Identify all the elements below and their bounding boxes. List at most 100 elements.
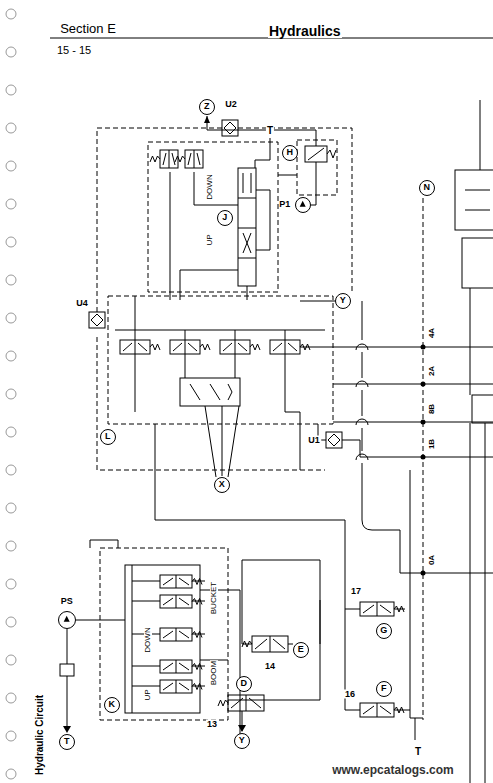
lower-valve-block xyxy=(125,565,200,713)
top-circuit xyxy=(170,138,270,300)
callout-text: PS xyxy=(61,597,73,606)
binder-holes xyxy=(6,123,16,133)
callout-text: Y xyxy=(239,736,245,745)
spool-valves xyxy=(160,628,192,641)
callout-letter: Y xyxy=(234,733,250,749)
port-label: 4A xyxy=(428,327,436,339)
spool-valves xyxy=(220,340,250,354)
loader-valve-block xyxy=(190,384,232,400)
callout-text: N xyxy=(423,183,430,192)
callout-number: 14 xyxy=(264,662,276,671)
spool-valves xyxy=(200,344,210,350)
loader-valve-block xyxy=(115,296,325,340)
callout-text: E xyxy=(298,645,304,654)
top-circuit xyxy=(297,140,337,195)
spool-name: BUCKET xyxy=(210,581,218,615)
callout-text: D xyxy=(240,679,247,688)
spool-valves xyxy=(270,340,300,354)
port-label: 1B xyxy=(428,438,436,450)
callout-letter: E xyxy=(293,642,309,658)
top-circuit xyxy=(204,116,210,123)
loader-valve-block xyxy=(180,378,240,406)
right-column xyxy=(421,455,426,460)
shuttle-valve-label: U1 xyxy=(307,436,321,445)
spool-valves xyxy=(163,680,189,693)
spool-valves xyxy=(273,340,297,354)
shuttle-valve-label: U2 xyxy=(224,100,238,109)
callout-text: H xyxy=(286,148,293,157)
right-column xyxy=(400,100,493,783)
binder-holes xyxy=(6,769,16,779)
spool-valves xyxy=(150,156,160,162)
top-circuit xyxy=(278,162,335,301)
binder-holes xyxy=(6,579,16,589)
spool-valves xyxy=(170,340,200,354)
binder-holes xyxy=(6,541,16,551)
spool-valves xyxy=(160,150,178,168)
binder-holes xyxy=(6,693,16,703)
spool-direction: UP xyxy=(206,233,214,246)
callout-letter: G xyxy=(376,623,392,639)
spool-direction: DOWN xyxy=(206,173,214,200)
spool-valves xyxy=(218,700,228,706)
right-column xyxy=(455,170,493,230)
pump-arrow xyxy=(300,201,306,207)
spool-valves xyxy=(160,575,192,588)
spool-valves xyxy=(363,703,391,717)
spool-name: BOOM xyxy=(210,660,218,686)
lower-valve-block xyxy=(228,560,410,731)
spool-valves xyxy=(173,340,197,354)
port-label: 2A xyxy=(428,365,436,377)
spool-valves xyxy=(360,602,394,616)
binder-holes xyxy=(6,389,16,399)
spool-valves xyxy=(120,150,404,717)
binder-holes xyxy=(6,351,16,361)
binder-holes xyxy=(6,9,16,779)
spool-valves xyxy=(228,695,264,711)
callout-letter: K xyxy=(104,697,120,713)
top-circuit xyxy=(89,116,352,470)
loader-valve-block xyxy=(362,301,400,573)
top-circuit xyxy=(238,173,256,258)
right-column xyxy=(421,345,426,350)
lower-valve-block xyxy=(100,548,228,720)
spool-valves xyxy=(160,595,192,608)
binder-holes xyxy=(6,199,16,209)
page-number: 15 - 15 xyxy=(56,45,92,56)
port-label: 8B xyxy=(428,403,436,415)
spool-valves xyxy=(223,340,247,354)
top-circuit xyxy=(308,148,336,160)
right-column xyxy=(421,382,426,387)
callout-text: J xyxy=(222,213,227,222)
loader-valve-block xyxy=(326,432,342,448)
binder-holes xyxy=(6,503,16,513)
callout-letter: N xyxy=(419,180,435,196)
right-column xyxy=(472,395,493,423)
spool-valves xyxy=(163,660,189,673)
binder-holes xyxy=(6,655,16,665)
callout-letter: H xyxy=(282,145,298,161)
loader-valve-block xyxy=(108,296,493,710)
spool-valves xyxy=(188,150,200,168)
callout-letter: X xyxy=(214,477,230,493)
loader-valve-block xyxy=(300,347,493,457)
callout-letter: D xyxy=(236,676,252,692)
page-header: Section E xyxy=(59,22,117,35)
pump-arrow xyxy=(296,198,309,211)
callout-text: Y xyxy=(340,296,346,305)
spool-valves xyxy=(123,340,147,354)
shuttle-valve-label: U4 xyxy=(75,299,89,308)
spool-valves xyxy=(150,344,160,350)
pump-symbol: P1 xyxy=(295,197,311,213)
lower-valve-block xyxy=(67,540,125,731)
lower-valve-block xyxy=(60,664,74,676)
pump-arrow xyxy=(59,612,74,627)
callout-text: Z xyxy=(204,102,210,111)
top-circuit xyxy=(97,128,222,312)
binder-holes xyxy=(6,237,16,247)
binder-holes xyxy=(6,427,16,437)
spool-valves xyxy=(185,150,203,168)
binder-holes xyxy=(6,275,16,285)
callout-text: T xyxy=(64,737,70,746)
